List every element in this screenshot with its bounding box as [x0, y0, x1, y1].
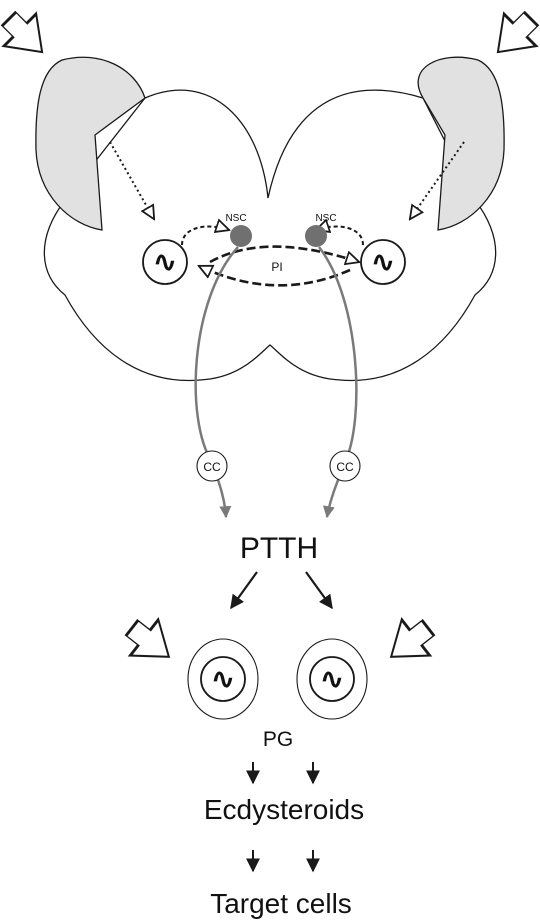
right-pg-clock-icon: ∿: [319, 663, 344, 696]
ptth-to-right-pg-arrow: [306, 572, 332, 608]
ptth-to-left-pg-arrow: [231, 572, 257, 608]
right-nsc-label: NSC: [315, 213, 336, 224]
right-cc-label: CC: [336, 460, 354, 474]
right-pg-input-arrow-icon: [377, 610, 442, 675]
left-input-arrow-icon: [0, 3, 58, 68]
left-brain-clock-icon: ∿: [152, 246, 177, 279]
ptth-label: PTTH: [240, 532, 318, 565]
right-brain-clock-icon: ∿: [370, 246, 395, 279]
brain-outline: [44, 90, 495, 380]
left-cc-label: CC: [203, 460, 221, 474]
left-pg-input-arrow-icon: [118, 610, 183, 675]
target-cells-label: Target cells: [210, 888, 352, 919]
right-nsc-cell: [305, 225, 327, 247]
left-pg-clock-icon: ∿: [210, 663, 235, 696]
ecdysteroids-label: Ecdysteroids: [204, 794, 364, 825]
pg-label: PG: [263, 728, 293, 751]
pi-label: PI: [271, 260, 282, 274]
right-input-arrow-icon: [482, 3, 540, 68]
left-nsc-label: NSC: [225, 213, 246, 224]
left-nsc-cell: [230, 225, 252, 247]
